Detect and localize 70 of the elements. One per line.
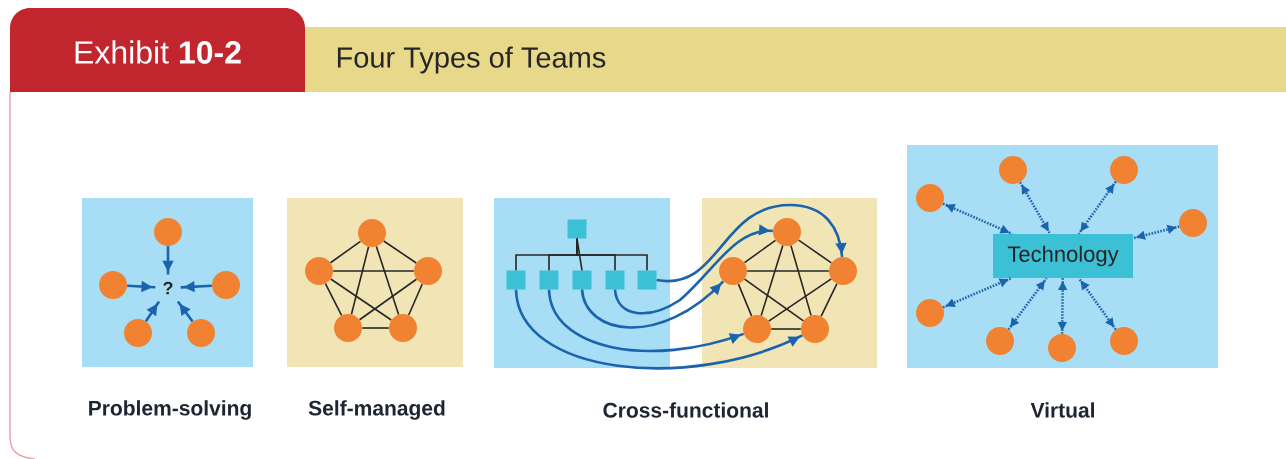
caption: Virtual <box>1030 402 1094 418</box>
connector-line <box>358 278 418 321</box>
connector-line <box>743 239 777 264</box>
connector-line <box>332 270 415 272</box>
member-circle <box>124 319 152 347</box>
connector-line <box>324 282 343 317</box>
connector-line <box>375 245 400 316</box>
member-circle <box>829 257 857 285</box>
member-circle <box>743 315 771 343</box>
member-circle <box>719 257 747 285</box>
technology-box: Technology <box>993 234 1133 278</box>
title-band: Four Types of Teams <box>305 27 1286 92</box>
member-circle <box>358 219 386 247</box>
member-circle <box>1110 327 1138 355</box>
member-circle <box>916 299 944 327</box>
dotted-arrow <box>942 277 1012 309</box>
arrow <box>127 280 156 293</box>
member-circle <box>1110 156 1138 184</box>
connector-line <box>382 240 418 264</box>
curved-arrow <box>514 289 803 370</box>
dotted-arrow <box>1019 181 1052 235</box>
dotted-arrow <box>1057 278 1068 334</box>
member-circle <box>986 327 1014 355</box>
exhibit-tab: Exhibit 10-2 <box>10 8 305 92</box>
dotted-arrow <box>1077 277 1117 331</box>
caption: Self-managed <box>308 400 445 420</box>
connector-line <box>790 244 812 317</box>
dotted-arrow <box>1132 224 1180 240</box>
caption: Problem-solving <box>89 400 251 420</box>
connector-line <box>737 283 753 317</box>
org-chart-line <box>576 237 648 272</box>
member-circle <box>916 184 944 212</box>
arrow <box>180 280 212 293</box>
curved-arrow <box>656 203 847 283</box>
caption: Cross-functional <box>603 402 768 418</box>
member-circle <box>773 218 801 246</box>
member-circle <box>1048 334 1076 362</box>
arrow <box>176 300 194 323</box>
arrow <box>144 300 161 322</box>
connector-line <box>768 278 833 322</box>
member-circle <box>1179 209 1207 237</box>
connector-line <box>760 244 784 317</box>
member-circle <box>801 315 829 343</box>
dotted-arrow <box>1077 180 1117 235</box>
member-circle <box>212 271 240 299</box>
connector-line <box>329 240 362 264</box>
connector-line <box>407 283 424 316</box>
curved-arrow <box>613 224 773 315</box>
connector-line <box>743 278 805 322</box>
arrow <box>162 246 174 275</box>
member-circle <box>187 319 215 347</box>
dotted-arrow <box>942 202 1013 235</box>
connector-line <box>797 239 833 264</box>
curved-arrow <box>547 289 745 353</box>
connector-line <box>770 328 802 330</box>
dotted-arrow <box>1007 277 1048 331</box>
member-circle <box>999 156 1027 184</box>
curved-arrow <box>580 280 725 329</box>
member-circle <box>414 257 442 285</box>
question-mark: ? <box>163 281 173 295</box>
member-circle <box>99 271 127 299</box>
member-circle <box>389 314 417 342</box>
connector-line <box>361 327 390 329</box>
connector-line <box>746 270 830 272</box>
connector-line <box>820 283 838 318</box>
member-circle <box>305 257 333 285</box>
connector-line <box>329 278 393 321</box>
connector-line <box>350 245 370 316</box>
member-circle <box>334 314 362 342</box>
member-circle <box>154 218 182 246</box>
